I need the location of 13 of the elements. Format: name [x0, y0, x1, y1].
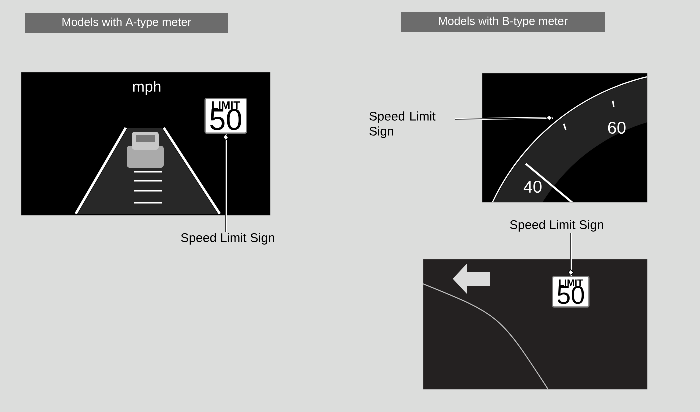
display-text: 60	[608, 122, 626, 134]
callout-label: Speed Limit Sign	[510, 220, 604, 232]
leader-line	[568, 232, 574, 276]
display-screen	[423, 259, 648, 390]
section-header: Models with B-type meter	[401, 12, 606, 32]
leader-line	[223, 134, 229, 232]
callout-label: Speed Limit Sign	[181, 233, 274, 245]
speed-limit-sign: LIMIT 50	[204, 98, 248, 134]
display-text: mph	[133, 81, 161, 95]
callout-label: Speed Limit Sign	[370, 112, 436, 138]
speed-limit-sign: LIMIT 50	[552, 276, 590, 308]
display-text: 40	[524, 180, 542, 194]
section-header: Models with A-type meter	[25, 13, 228, 34]
